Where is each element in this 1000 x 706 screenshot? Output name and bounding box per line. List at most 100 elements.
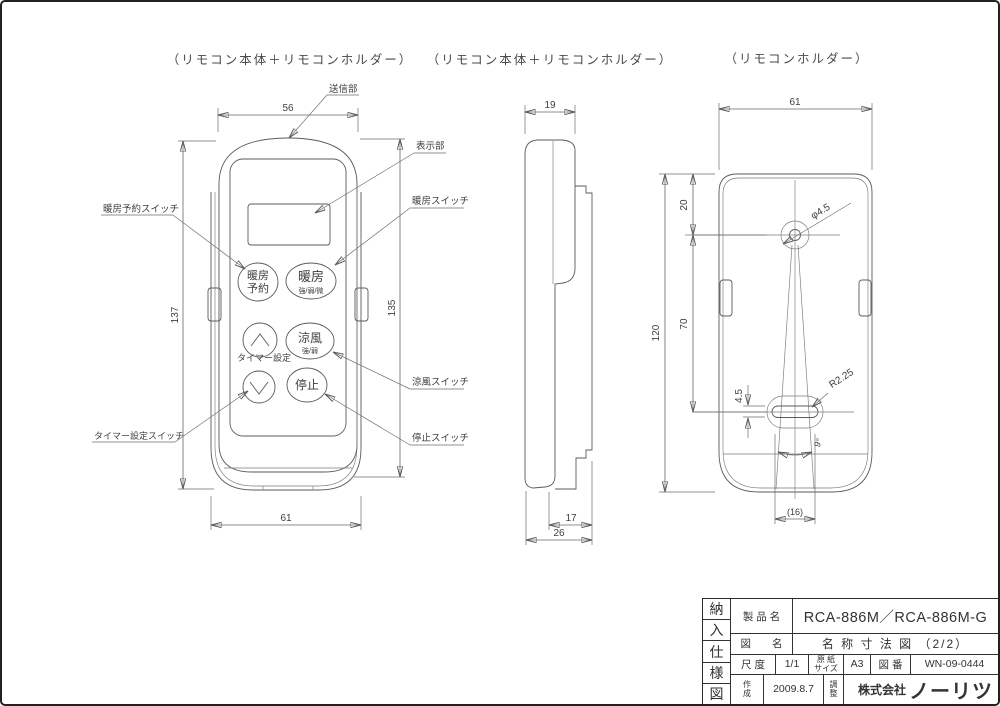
dim-holder-width: 61	[718, 97, 873, 170]
dim-taper-angle: 9°	[778, 436, 825, 455]
hanging-hole	[685, 180, 840, 499]
svg-text:表示部: 表示部	[416, 140, 445, 152]
company-name: ノーリツ	[909, 680, 993, 703]
dim-front-body-width: 56	[217, 103, 359, 132]
callout-heating-switch: 暖房スイッチ	[335, 195, 469, 265]
chevron-up-icon	[250, 333, 270, 347]
svg-text:137: 137	[170, 306, 181, 323]
doc-type-char: 様	[703, 663, 730, 684]
callout-timer-switch: タイマー設定スイッチ	[92, 391, 248, 443]
created-date: 2009.8.7	[764, 674, 824, 704]
drawing-name-label: 図 名	[731, 634, 793, 654]
title-block: 納 入 仕 様 図 製 品 名 RCA-886M／RCA-886M-G 図 名 …	[702, 598, 998, 704]
product-name-value: RCA-886M／RCA-886M-G	[803, 609, 988, 626]
button-timer-down	[242, 370, 276, 404]
drawing-number-value: WN-09-0444	[924, 658, 985, 671]
svg-text:暖房予約スイッチ: 暖房予約スイッチ	[103, 203, 179, 215]
callout-cool-switch: 涼風スイッチ	[333, 352, 469, 390]
svg-text:(16): (16)	[787, 507, 803, 517]
svg-text:17: 17	[565, 513, 577, 524]
button-heating: 暖房 強/弱/微	[285, 262, 337, 300]
doc-type-char: 入	[703, 620, 730, 642]
product-name-label: 製 品 名	[731, 599, 793, 634]
button-heating-label: 暖房	[298, 269, 324, 284]
svg-text:涼風スイッチ: 涼風スイッチ	[412, 376, 469, 388]
callout-transmitter: 送信部	[289, 83, 359, 138]
doc-type-char: 図	[709, 685, 724, 702]
label-slot-radius: R2.25	[812, 367, 856, 407]
dim-front-holder-width: 61	[210, 496, 362, 530]
adjust-label: 調 整	[824, 674, 844, 704]
dim-front-body-height: 135	[354, 138, 405, 478]
lcd-display	[247, 203, 331, 246]
button-stop-label: 停止	[295, 377, 319, 392]
timer-group-label: タイマー設定	[237, 352, 291, 363]
title-block-doc-type: 納 入 仕 様 図	[703, 599, 731, 704]
button-cool-label: 涼風	[298, 330, 322, 345]
dim-side-holder-depth: 17	[548, 461, 593, 545]
paper-size-label: 原 紙 サイズ	[809, 654, 844, 674]
button-cool: 涼風 強/弱	[285, 322, 335, 360]
svg-text:R2.25: R2.25	[827, 367, 856, 391]
callout-stop-switch: 停止スイッチ	[325, 394, 469, 446]
created-label: 作 成	[731, 674, 764, 704]
holder-front-outline	[207, 192, 369, 491]
drawing-number-label: 図 番	[871, 654, 911, 674]
button-heating-reserve: 暖房 予約	[237, 262, 279, 302]
front-view-title: （リモコン本体＋リモコンホルダー）	[167, 52, 414, 67]
remote-body-outline	[218, 137, 358, 473]
dim-top-to-hole: 20	[679, 174, 693, 235]
side-view-title: （リモコン本体＋リモコンホルダー）	[427, 52, 674, 67]
side-view: （リモコン本体＋リモコンホルダー） 19 17 26	[427, 52, 674, 545]
svg-text:停止スイッチ: 停止スイッチ	[412, 432, 469, 444]
svg-text:61: 61	[789, 97, 801, 108]
button-heating-reserve-label2: 予約	[247, 281, 269, 295]
side-profile-outline	[524, 139, 593, 490]
callout-display: 表示部	[315, 140, 446, 213]
dim-hole-to-slot: 70	[679, 234, 767, 413]
callout-heating-reserve-switch: 暖房予約スイッチ	[101, 203, 245, 269]
button-timer-up	[242, 322, 278, 358]
holder-outline	[718, 173, 873, 493]
svg-text:19: 19	[544, 100, 556, 111]
dim-slot-height: 4.5	[734, 385, 765, 438]
dim-front-total-height: 137	[170, 140, 216, 490]
scale-value: 1/1	[776, 654, 809, 674]
dim-holder-height: 120	[651, 173, 715, 493]
scale-label: 尺 度	[731, 654, 776, 674]
button-stop: 停止	[286, 367, 328, 403]
svg-text:4.5: 4.5	[734, 389, 745, 403]
dim-slot-width: (16)	[774, 434, 816, 524]
company-prefix: 株式会社	[857, 682, 906, 697]
holder-clip-right	[858, 279, 872, 317]
holder-clip-left	[719, 279, 733, 317]
dim-side-total-depth: 26	[525, 491, 592, 545]
label-hole-diameter: φ4.5	[783, 202, 852, 244]
paper-size-value: A3	[844, 654, 871, 674]
svg-text:9°: 9°	[812, 436, 825, 448]
svg-text:120: 120	[651, 324, 662, 341]
svg-text:56: 56	[282, 103, 294, 114]
svg-text:タイマー設定スイッチ: タイマー設定スイッチ	[94, 430, 184, 441]
front-view: （リモコン本体＋リモコンホルダー） 暖房 予約 暖房 強/弱/微	[92, 52, 469, 530]
svg-text:暖房スイッチ: 暖房スイッチ	[412, 195, 469, 207]
company-logo: 株式会社 ノーリツ	[844, 675, 998, 704]
svg-text:送信部: 送信部	[329, 83, 358, 95]
doc-type-char: 仕	[703, 641, 730, 663]
holder-view: （リモコンホルダー） 61	[651, 51, 873, 524]
holder-clip-right	[354, 287, 369, 322]
button-cool-sublabel: 強/弱	[302, 347, 318, 355]
button-heating-reserve-label1: 暖房	[247, 269, 269, 282]
svg-text:70: 70	[679, 318, 690, 330]
svg-text:φ4.5: φ4.5	[809, 202, 833, 222]
svg-text:20: 20	[679, 199, 690, 211]
holder-view-title: （リモコンホルダー）	[724, 51, 869, 66]
drawing-name-value: 名 称 寸 法 図 （2/2）	[821, 637, 970, 652]
guide-taper-lines	[775, 244, 815, 490]
button-heating-sublabel: 強/弱/微	[299, 286, 324, 295]
chevron-down-icon	[249, 381, 269, 395]
holder-clip-left	[207, 287, 222, 322]
dim-side-depth: 19	[524, 100, 576, 134]
